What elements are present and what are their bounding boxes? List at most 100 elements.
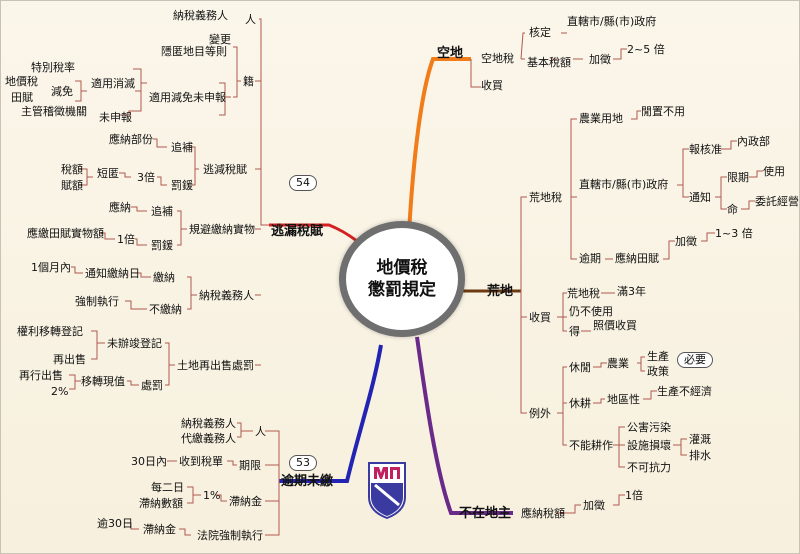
node-od-receive-bill: 收到稅單 xyxy=(179,455,223,468)
node-geo: 地區性 xyxy=(607,393,640,406)
node-ev-hidden-items: 隱匿地目等則 xyxy=(161,45,227,58)
node-absentee-surcharge: 加徵 xyxy=(583,499,605,512)
branch-overdue: 逾期未繳 xyxy=(281,474,334,489)
node-ev-relief-unreported: 適用減免未申報 xyxy=(149,91,226,104)
node-ev-land-tax-amount: 賦額 xyxy=(61,179,83,192)
node-ev-notify-pay: 通知繳納日 xyxy=(85,267,140,280)
node-due-land-tax: 應納田賦 xyxy=(615,252,659,265)
node-od-agent: 代繳義務人 xyxy=(181,432,236,445)
node-ev-unregistered: 未辦竣登記 xyxy=(107,337,162,350)
branch-waste: 荒地 xyxy=(487,284,514,299)
node-ev-registry: 籍 xyxy=(243,75,254,88)
node-ev-taxpayer-top: 納稅義務人 xyxy=(173,9,228,22)
branch-line-overdue xyxy=(279,344,383,483)
node-od-every2days: 每二日 xyxy=(151,481,184,494)
node-ev-person: 人 xyxy=(245,13,256,26)
branch-vacant: 空地 xyxy=(437,46,464,61)
node-vacant-multiplier: 2~5 倍 xyxy=(627,43,665,56)
node-agriculture: 農業 xyxy=(607,357,629,370)
node-ev-transfer-reg: 權利移轉登記 xyxy=(17,325,83,338)
node-production: 生產 xyxy=(647,350,669,363)
node-od-pct1: 1% xyxy=(203,489,221,502)
node-ev-short: 短匿 xyxy=(97,167,119,180)
node-ev-back-pay: 追補 xyxy=(171,141,193,154)
branch-line-absentee xyxy=(415,336,513,515)
node-p-waste-tax: 荒地稅 xyxy=(567,287,600,300)
node-approver: 直轄市/縣(市)政府 xyxy=(567,15,657,28)
node-ev-reduce-exempt: 減免 xyxy=(51,85,73,98)
node-ev-land-tax-in-kind: 應繳田賦實物額 xyxy=(27,227,104,240)
node-od-late-fee2: 滯納金 xyxy=(143,523,176,536)
node-od-court: 法院強制執行 xyxy=(197,529,263,542)
node-od-period: 期限 xyxy=(239,459,261,472)
node-due-tax: 應納稅額 xyxy=(521,507,565,520)
central-topic: 地價稅 懲罰規定 xyxy=(339,221,465,337)
node-ev-authority: 主管稽徵機關 xyxy=(21,105,87,118)
node-ev-pct2: 2% xyxy=(51,385,69,398)
node-ev-enforce: 強制執行 xyxy=(75,295,119,308)
branch-absentee: 不在地主 xyxy=(459,506,512,521)
node-rest-farm: 休耕 xyxy=(569,397,591,410)
node-necessary: 必要 xyxy=(677,352,713,368)
node-ev-fine: 罰鍰 xyxy=(171,179,193,192)
node-exceptions: 例外 xyxy=(529,407,551,420)
node-ev-within1m: 1個月內 xyxy=(31,261,71,274)
node-overdue: 逾期 xyxy=(579,252,601,265)
node-waste-multiplier: 1~3 倍 xyxy=(715,227,753,240)
node-od-within30: 30日內 xyxy=(131,455,167,468)
central-title-line1: 地價稅 xyxy=(376,258,428,278)
node-od-person: 人 xyxy=(255,425,266,438)
node-drainage: 排水 xyxy=(689,449,711,462)
node-ev-change: 變更 xyxy=(209,33,231,46)
node-ev-resale-penalty: 土地再出售處罰 xyxy=(177,359,254,372)
node-vacant-surcharge: 加徵 xyxy=(589,53,611,66)
node-policy: 政策 xyxy=(647,365,669,378)
node-buy-by-price: 照價收買 xyxy=(593,319,637,332)
node-ev-unreported: 未申報 xyxy=(99,111,132,124)
node-force-majeure: 不可抗力 xyxy=(627,461,671,474)
node-interior: 內政部 xyxy=(737,135,770,148)
node-vacant-purchase: 收買 xyxy=(481,79,503,92)
node-basic-amount: 基本稅額 xyxy=(527,56,571,69)
node-ev-transfer-price: 移轉現值 xyxy=(81,375,125,388)
node-ev-in-kind-due: 應納 xyxy=(109,201,131,214)
node-od-late-amount: 滯納數額 xyxy=(139,497,183,510)
node-use: 使用 xyxy=(763,165,785,178)
node-ev-back-pay2: 追補 xyxy=(151,205,173,218)
node-ev-resell: 再出售 xyxy=(53,353,86,366)
badge-54: 54 xyxy=(289,175,317,191)
badge-53: 53 xyxy=(289,455,317,471)
branch-line-vacant xyxy=(407,57,471,234)
node-deadline: 限期 xyxy=(727,171,749,184)
node-ev-not-pay: 不繳納 xyxy=(149,303,182,316)
sub-lines xyxy=(69,18,763,536)
node-entrust: 委託經營 xyxy=(755,195,799,208)
node-notify: 通知 xyxy=(689,191,711,204)
node-ev-tax-amount: 稅額 xyxy=(61,163,83,176)
node-irrigation: 灌溉 xyxy=(689,433,711,446)
node-ev-evade-tax: 逃減稅賦 xyxy=(203,163,247,176)
node-order: 命 xyxy=(727,203,738,216)
node-ev-taxpayer: 納稅義務人 xyxy=(199,289,254,302)
node-idle-unused: 閒置不用 xyxy=(641,105,685,118)
node-od-over30: 逾30日 xyxy=(97,517,133,530)
node-ev-applicable-relief: 適用消滅 xyxy=(91,77,135,90)
node-ev-penalty: 處罰 xyxy=(141,379,163,392)
node-ev-fine2: 罰鍰 xyxy=(151,239,173,252)
node-ev-land-value-tax: 地價稅 xyxy=(5,75,38,88)
node-waste-purchase: 收買 xyxy=(529,311,551,324)
node-ev-times1: 1倍 xyxy=(117,233,135,246)
node-absentee-multiplier: 1倍 xyxy=(625,489,643,502)
node-gov: 直轄市/縣(市)政府 xyxy=(579,178,669,191)
node-uneconomic: 生產不經濟 xyxy=(657,385,712,398)
node-od-late-fee: 滯納金 xyxy=(229,495,262,508)
node-ev-pay: 繳納 xyxy=(153,271,175,284)
node-ev-evade-in-kind: 規避繳納實物 xyxy=(189,223,255,236)
node-report-approve: 報核准 xyxy=(689,143,722,156)
central-title-line2: 懲罰規定 xyxy=(368,280,436,300)
logo-shield-icon xyxy=(368,462,406,519)
node-farm-land: 農業用地 xyxy=(579,112,623,125)
node-vacant-tax: 空地稅 xyxy=(481,52,514,65)
